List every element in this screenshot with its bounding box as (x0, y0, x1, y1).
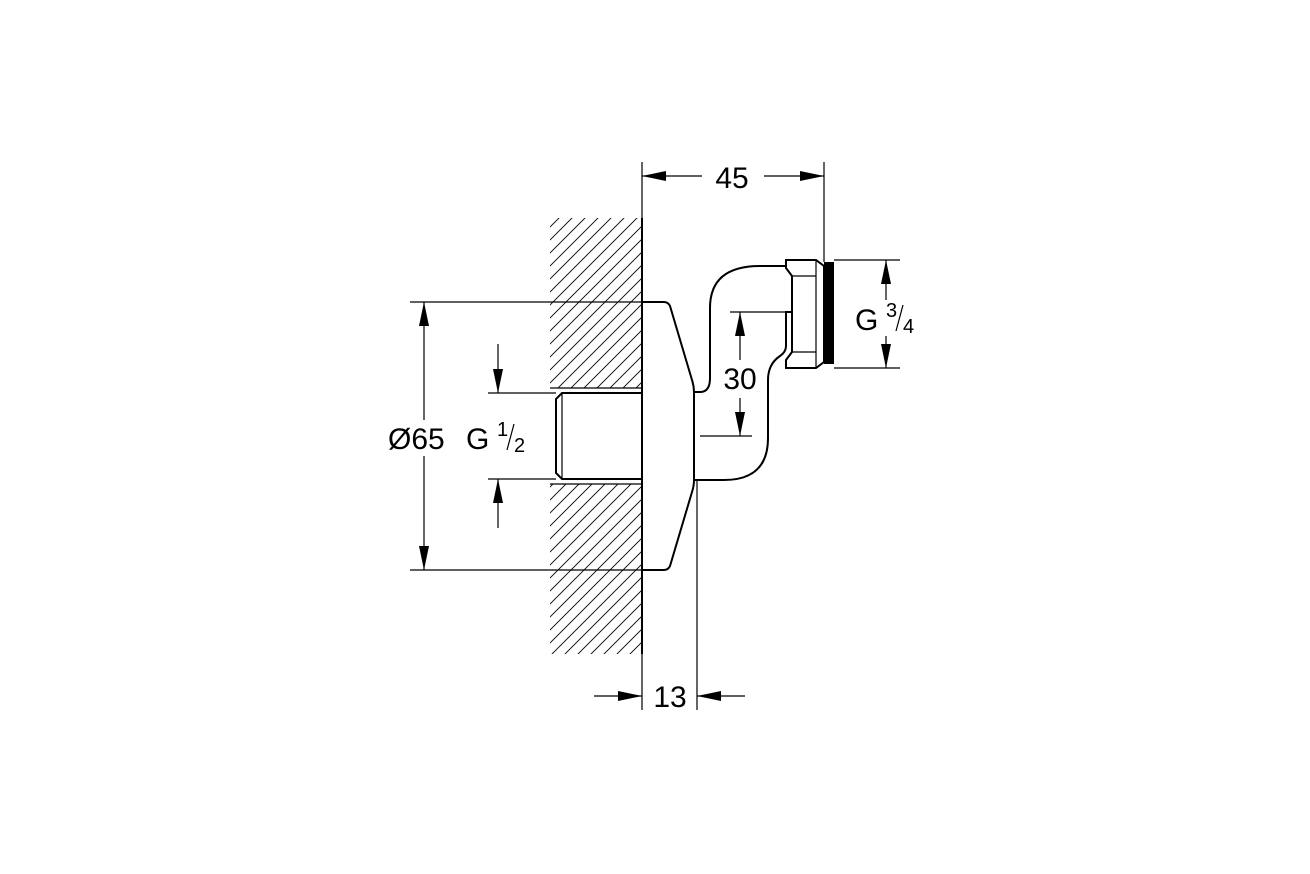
hatch-line (550, 524, 642, 618)
dim-30: 30 (700, 311, 786, 437)
outlet-thread-connector (785, 259, 834, 369)
dim-13-label: 13 (653, 681, 686, 714)
hatch-line (551, 563, 642, 654)
rosette (641, 301, 695, 571)
dim-65-label: Ø65 (388, 423, 445, 456)
hatch-line (550, 537, 642, 631)
hatch-line (550, 550, 642, 644)
hatch-line (550, 511, 642, 605)
outlet-thread-num: 3 (886, 300, 897, 322)
hatch-line (564, 576, 642, 654)
dim-inlet-thread: G 1 2 (466, 344, 556, 528)
offset-elbow (693, 265, 793, 481)
dim-45: 45 (641, 162, 825, 262)
outlet-thread-letter: G (855, 304, 878, 337)
hatch-line (550, 238, 642, 332)
inlet-thread-letter: G (466, 423, 489, 456)
inlet-thread-slash (506, 423, 515, 451)
outlet-thread-slash (895, 304, 904, 332)
dim-30-label: 30 (723, 363, 756, 396)
inlet-thread-num: 1 (497, 419, 508, 441)
outlet-thread-den: 4 (903, 316, 914, 338)
hatch-line (550, 218, 573, 241)
hatch-line (550, 264, 642, 358)
hatch-line (550, 225, 642, 319)
inlet-thread-pipe (555, 392, 643, 480)
hatch-line (550, 218, 599, 267)
hatch-line (550, 277, 642, 371)
wall-hatching (0, 210, 642, 670)
inlet-thread-den: 2 (514, 435, 525, 457)
dim-65: Ø65 (388, 301, 664, 571)
hatch-line (550, 218, 638, 306)
hatch-line (68, 210, 528, 670)
dim-45-label: 45 (715, 162, 748, 195)
dim-outlet-thread: G 3 4 (834, 259, 914, 369)
hatch-line (550, 218, 625, 293)
hatch-line (0, 210, 450, 670)
hatch-line (55, 210, 515, 670)
hatch-line (550, 251, 642, 345)
hatch-line (577, 589, 642, 654)
outlet-thread-band (824, 262, 834, 364)
dim-13: 13 (594, 480, 745, 714)
